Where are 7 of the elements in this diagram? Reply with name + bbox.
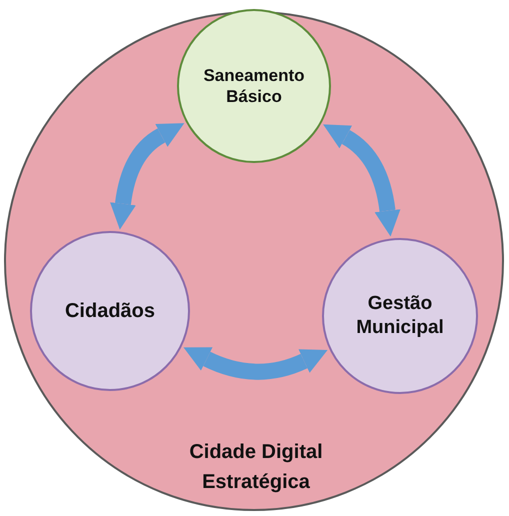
- double-arrow: [110, 122, 184, 230]
- double-arrow: [324, 123, 400, 236]
- node-label: Cidadãos: [64, 298, 156, 324]
- double-arrow: [183, 347, 328, 380]
- node-label: Gestão Municipal: [355, 292, 445, 340]
- node-label: Saneamento Básico: [202, 64, 306, 108]
- diagram-label: Cidade Digital Estratégica: [188, 440, 324, 495]
